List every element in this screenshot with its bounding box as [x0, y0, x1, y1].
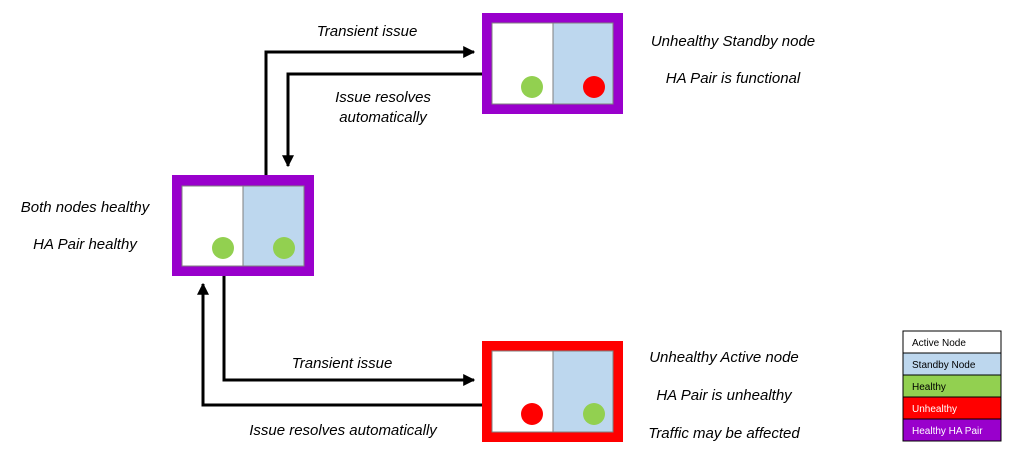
active-status-dot-unhealthy-active	[521, 403, 543, 425]
unhealthy-active-label-3: Traffic may be affected	[648, 425, 800, 442]
arrow-standby-resolves	[282, 72, 484, 168]
transition-label-transient-to-active: Transient issue	[292, 355, 393, 372]
standby-node	[552, 22, 614, 105]
legend-label-unhealthy: Unhealthy	[912, 404, 957, 415]
ha-pair-unhealthy-active	[482, 341, 623, 442]
transition-label-standby-resolves-1: Issue resolves	[335, 89, 431, 106]
standby-status-dot-healthy	[273, 237, 295, 259]
legend-label-healthy-ha-pair: Healthy HA Pair	[912, 426, 983, 437]
ha-pair-unhealthy-standby	[482, 13, 623, 114]
active-status-dot-unhealthy-standby	[521, 76, 543, 98]
unhealthy-standby-label-2: HA Pair is functional	[666, 70, 801, 87]
transition-label-standby-resolves-2: automatically	[339, 109, 428, 126]
legend-swatch-healthy-ha-pair	[902, 418, 1002, 442]
healthy-state-label-1: Both nodes healthy	[21, 199, 151, 216]
arrow-to-active-issue	[222, 275, 476, 386]
legend-label-active-node: Active Node	[912, 338, 966, 349]
standby-node	[242, 185, 305, 267]
active-node	[491, 350, 554, 433]
arrow-to-standby-issue	[264, 46, 476, 176]
unhealthy-standby-label-1: Unhealthy Standby node	[651, 33, 815, 50]
standby-status-dot-unhealthy-active	[583, 403, 605, 425]
arrow-active-resolves	[197, 282, 484, 407]
healthy-state-label-2: HA Pair healthy	[33, 236, 138, 253]
standby-status-dot-unhealthy-standby	[583, 76, 605, 98]
active-status-dot-healthy	[212, 237, 234, 259]
standby-node	[552, 350, 614, 433]
transition-label-transient-to-standby: Transient issue	[317, 23, 418, 40]
ha-pair-healthy	[172, 175, 314, 276]
legend-label-standby-node: Standby Node	[912, 360, 976, 371]
active-node	[181, 185, 244, 267]
unhealthy-active-label-1: Unhealthy Active node	[649, 349, 799, 366]
transition-label-active-resolves: Issue resolves automatically	[249, 422, 438, 439]
unhealthy-active-label-2: HA Pair is unhealthy	[656, 387, 793, 404]
legend-label-healthy: Healthy	[912, 382, 946, 393]
